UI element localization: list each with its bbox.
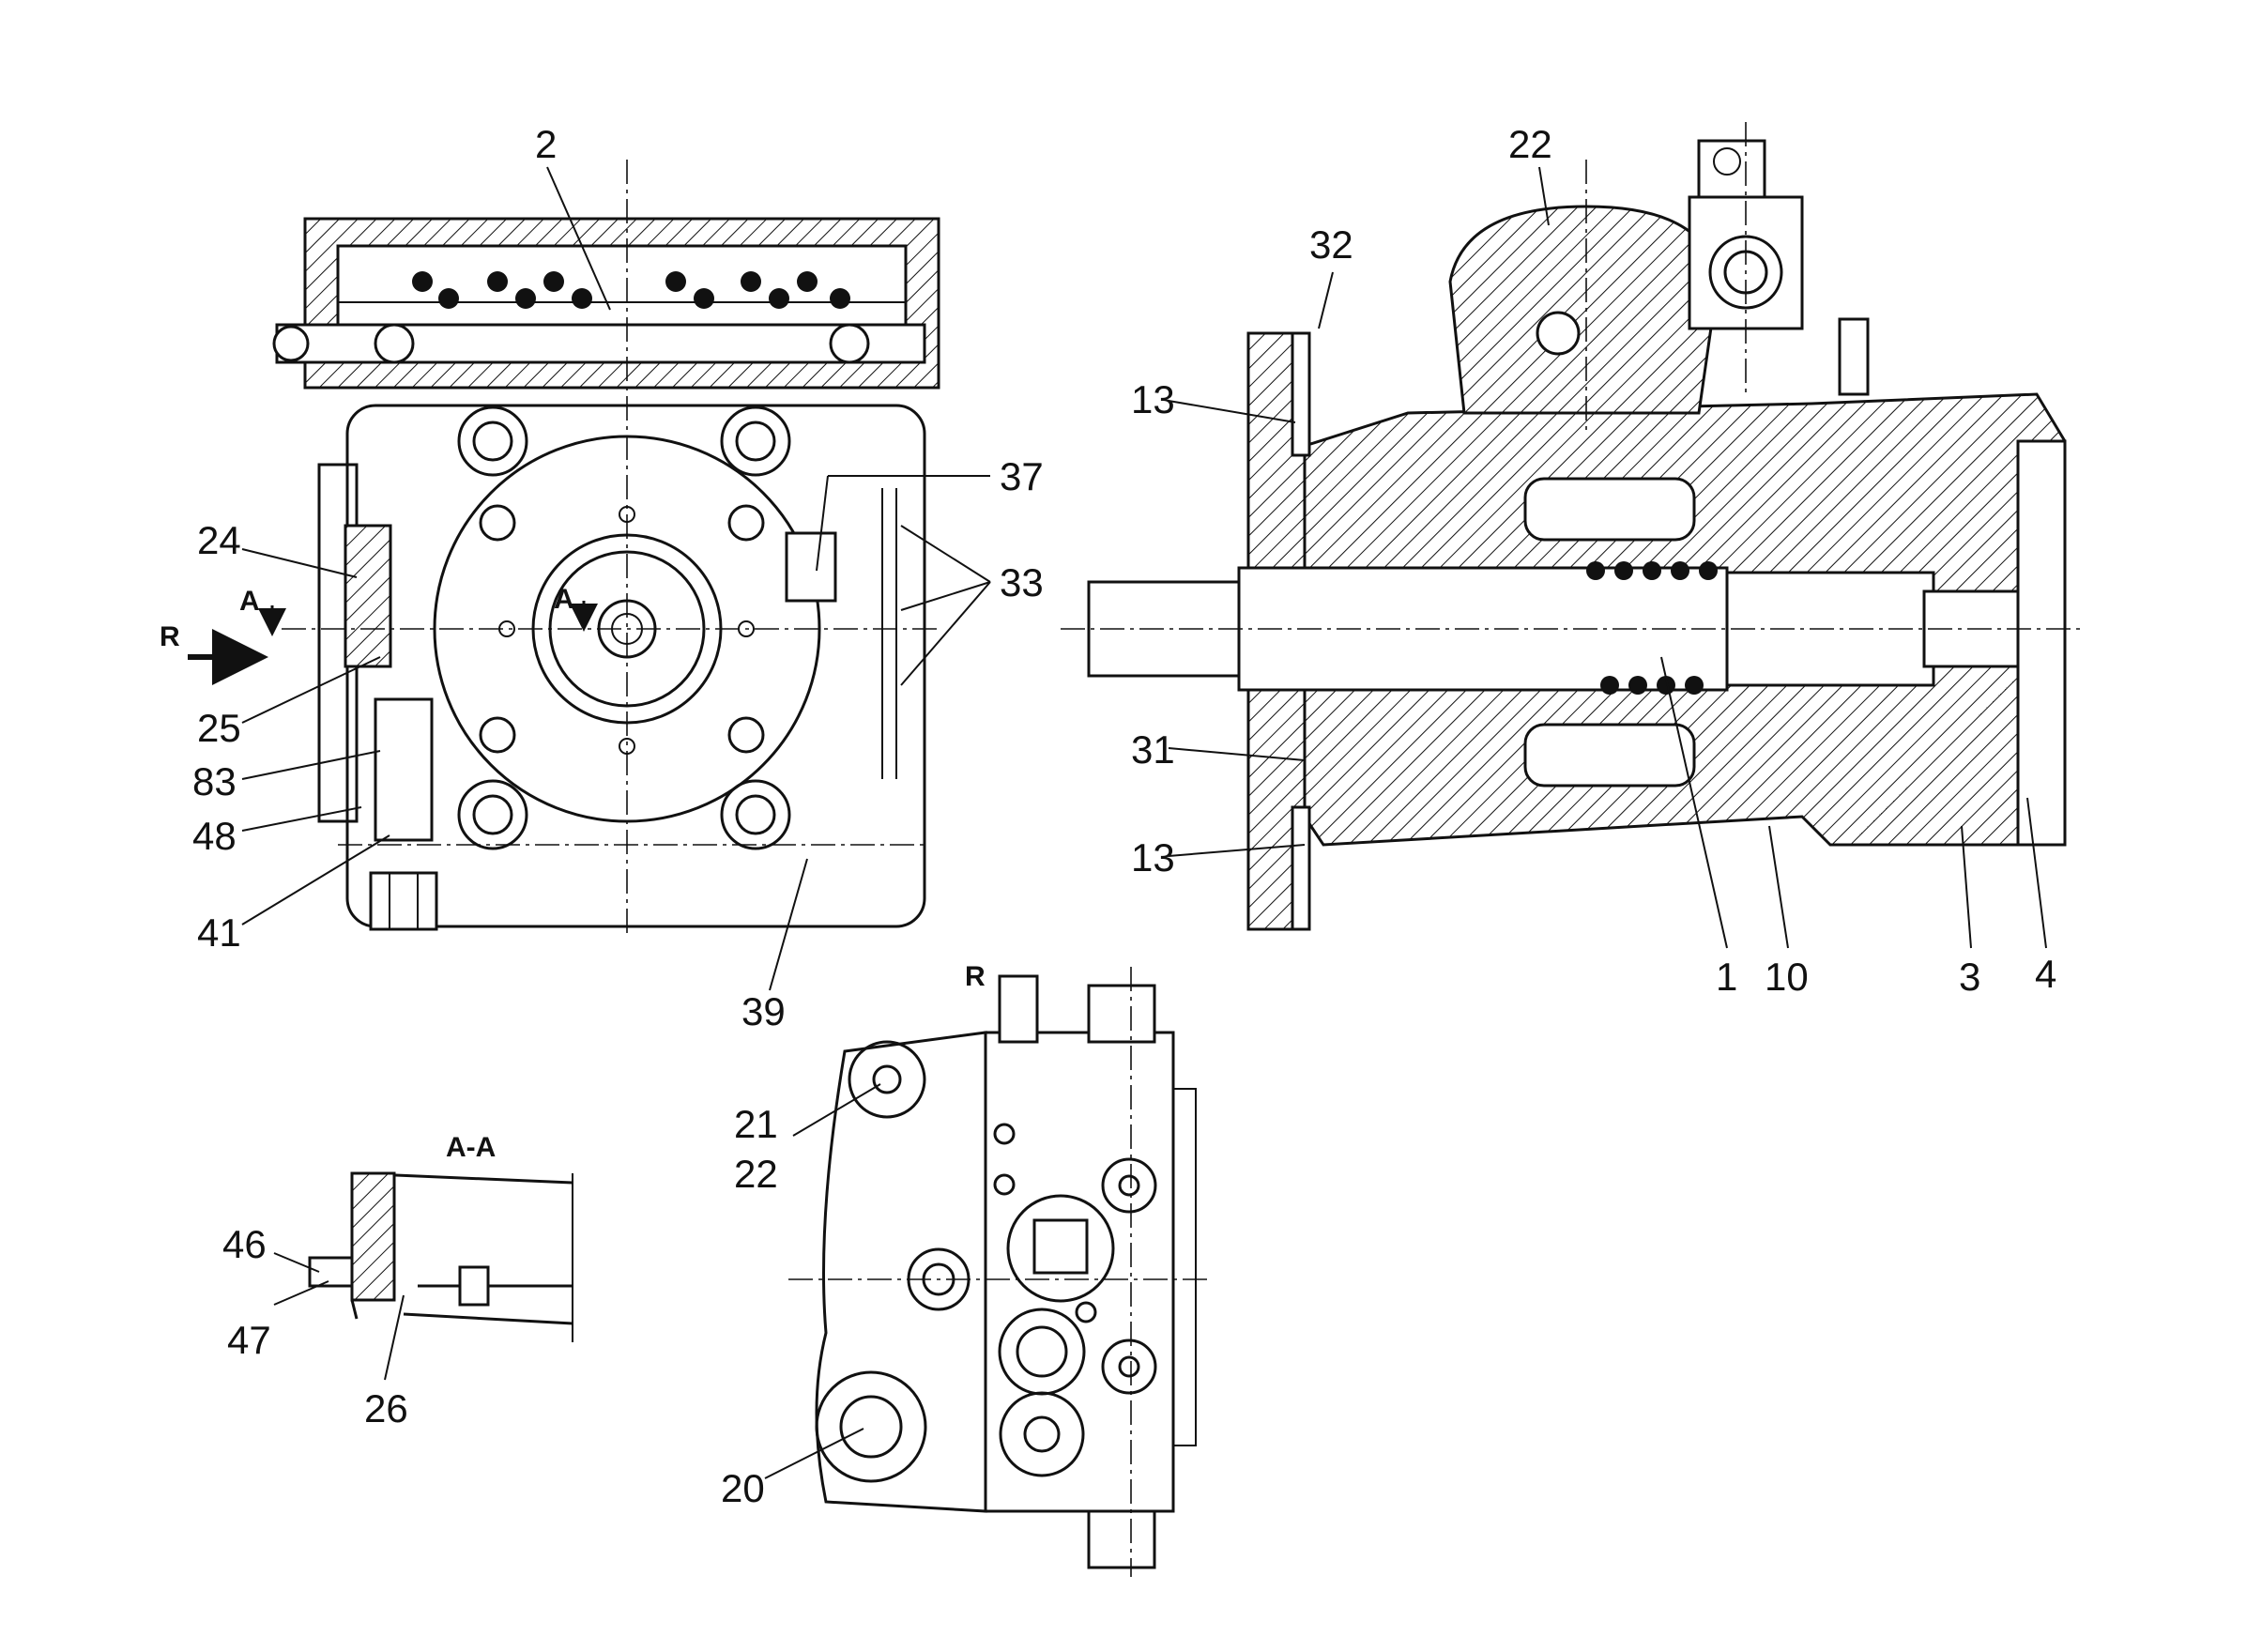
callout-32: 32 <box>1309 222 1353 267</box>
piston-upper <box>1523 477 1696 542</box>
spring-coils-right <box>665 271 850 309</box>
callout-2: 2 <box>535 122 557 166</box>
view-mark-a-left: A <box>239 586 260 617</box>
callout-24: 24 <box>197 518 241 562</box>
callout-41: 41 <box>197 910 241 955</box>
callout-3: 3 <box>1959 955 1980 999</box>
callout-21: 21 <box>734 1102 778 1146</box>
callout-22-bottom: 22 <box>734 1152 778 1196</box>
callout-20: 20 <box>721 1466 765 1510</box>
view-mark-r-left: R <box>160 621 180 652</box>
callout-48: 48 <box>192 814 237 858</box>
callout-26: 26 <box>364 1386 408 1430</box>
callout-10: 10 <box>1765 955 1809 999</box>
section-marker-a-a: A-A <box>446 1132 496 1163</box>
callout-1: 1 <box>1716 955 1737 999</box>
callout-25: 25 <box>197 706 241 750</box>
flange-bolts <box>457 405 791 850</box>
fitting-r <box>998 974 1039 1044</box>
callout-13-bottom: 13 <box>1131 835 1175 880</box>
view-mark-a-center: A <box>554 584 574 615</box>
callout-83: 83 <box>192 759 237 803</box>
callout-31: 31 <box>1131 727 1175 772</box>
callout-13-top: 13 <box>1131 377 1175 421</box>
callout-4: 4 <box>2035 952 2056 996</box>
callout-47: 47 <box>227 1318 271 1362</box>
section-a-a <box>308 1171 573 1342</box>
valve-block-view <box>788 967 1211 1577</box>
front-view <box>188 160 940 939</box>
leader-lines <box>241 166 2047 1479</box>
piston-lower <box>1523 723 1696 788</box>
side-section-view <box>1061 122 2084 931</box>
callout-22-top: 22 <box>1508 122 1552 166</box>
callout-39: 39 <box>741 989 786 1033</box>
callout-37: 37 <box>1000 454 1044 498</box>
housing-outline <box>815 1031 987 1513</box>
callout-33: 33 <box>1000 560 1044 604</box>
callout-46: 46 <box>222 1222 267 1266</box>
pump-housing <box>345 404 926 928</box>
spring-coils-left <box>412 271 592 309</box>
center-spring <box>1586 561 1718 695</box>
view-mark-r-bottom: R <box>965 961 986 992</box>
